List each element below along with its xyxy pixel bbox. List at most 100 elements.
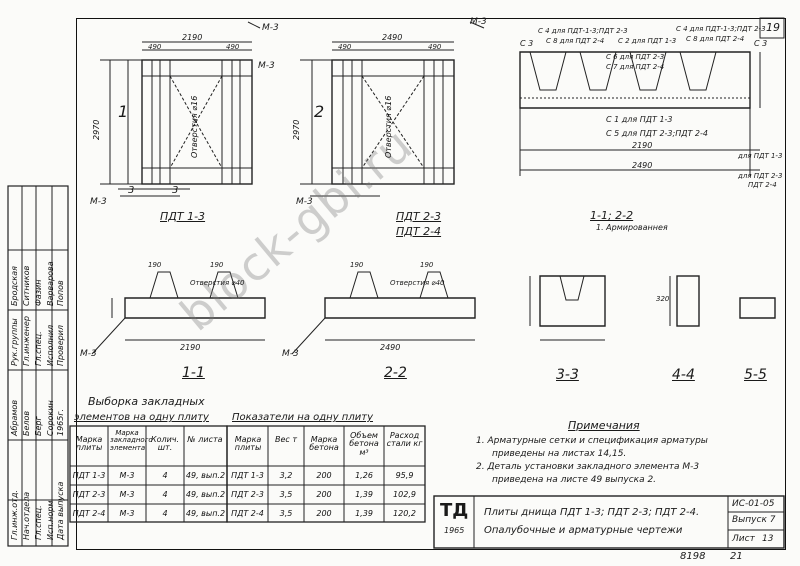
rebar-c2: С 2 для ПДТ 1-3 [618, 37, 677, 45]
tb-sheet-no: 13 [762, 534, 774, 544]
hole-label-40-a: Отверстия ⌀40 [190, 279, 245, 287]
t1-r2c1: М-3 [119, 509, 135, 518]
stamp-name-1: Ситников [22, 265, 31, 306]
dim-2490-b: 2490 [632, 161, 653, 170]
t2-r0c3: 1,26 [355, 471, 373, 480]
t1-r2c3: 49, вып.2 [185, 509, 226, 518]
stamp-name-4: Попов [56, 280, 65, 306]
dim-490-a: 490 [148, 43, 162, 51]
t1-h3: № листа [187, 435, 223, 444]
t2-h2: Марка бетона [309, 435, 339, 453]
rebar-c8b: С 8 для ПДТ 2-4 [686, 35, 745, 43]
tb-series: ИС-01-05 [732, 499, 775, 509]
stamp-name2-0: Абрамов [10, 399, 19, 436]
stamp-row2-0: Гл.инж.отд. [10, 490, 19, 540]
rebar-c4b: С 4 для ПДТ-1-3;ПДТ 2-3 [676, 25, 766, 33]
dim-190-d: 190 [420, 261, 434, 269]
t2-r1c2: 200 [316, 490, 332, 499]
t2-r0c2: 200 [316, 471, 332, 480]
t2-r0c1: 3,2 [279, 471, 293, 480]
dim-2490-c: 2490 [380, 343, 401, 352]
dim-2970-b: 2970 [292, 119, 301, 140]
t2-r2c3: 1,39 [355, 509, 373, 518]
m3-label-b: М-3 [90, 197, 107, 207]
table2-title: Показатели на одну плиту [232, 412, 373, 423]
rebar-c1: С 1 для ПДТ 1-3 [606, 115, 673, 124]
plan-title-pdt13: ПДТ 1-3 [160, 210, 206, 223]
section-33: 3-3 [556, 367, 579, 383]
section-title-top: 1-1; 2-2 [590, 209, 634, 222]
t2-h1: Вес т [274, 435, 297, 444]
t2-r1c0: ПДТ 2-3 [231, 490, 264, 499]
for-pdt24: ПДТ 2-4 [748, 181, 777, 189]
dim-490-c: 490 [338, 43, 352, 51]
section-11: 1-1 [182, 365, 205, 381]
dim-190-c: 190 [350, 261, 364, 269]
t1-r1c3: 49, вып.2 [185, 490, 226, 499]
note-1a: 1. Арматурные сетки и спецификация армат… [476, 436, 708, 446]
stamp-row-0: Рук.группы [10, 318, 19, 366]
tb-logo: ТД [440, 500, 469, 521]
m3-label-a: М-3 [262, 23, 279, 33]
dim-2970-a: 2970 [92, 119, 101, 140]
hole-label-40-b: Отверстия ⌀40 [390, 279, 445, 287]
t1-r0c1: М-3 [119, 471, 135, 480]
dim-2490-a: 2490 [382, 33, 403, 42]
t2-h3: Объем бетона м³ [349, 431, 379, 457]
note-2a: 2. Деталь установки закладного элемента … [476, 462, 700, 472]
section-44: 4-4 [672, 367, 695, 383]
stamp-name-0: Бродская [10, 266, 19, 306]
t1-r0c3: 49, вып.2 [185, 471, 226, 480]
t1-r0c2: 4 [162, 471, 168, 480]
footer-num1: 8198 [680, 551, 706, 562]
for-pdt13: для ПДТ 1-3 [738, 152, 783, 160]
t2-r0c0: ПДТ 1-3 [231, 471, 264, 480]
table1-title2: элементов на одну плиту [74, 412, 209, 423]
tb-title2: Опалубочные и арматурные чертежи [484, 525, 683, 536]
note-1b: приведены на листах 14,15. [492, 449, 627, 459]
stamp-row2-3: Исп.норм [46, 500, 55, 540]
dim-190-b: 190 [210, 261, 224, 269]
stamp-name2-1: Белов [22, 410, 31, 436]
for-pdt23: для ПДТ 2-3 [738, 172, 783, 180]
rebar-c3-a: С 3 [520, 39, 534, 48]
dim-2190-b: 2190 [632, 141, 653, 150]
section-note: 1. Армированнея [596, 223, 668, 232]
stamp-name2-2: Берг [34, 416, 43, 436]
plan-marker-2: 2 [314, 102, 325, 121]
holes-label-a: Отверстия ⌀16 [190, 95, 199, 158]
m3-label-d: М-3 [296, 197, 313, 207]
t2-r2c2: 200 [316, 509, 332, 518]
note-2b: приведена на листе 49 выпуска 2. [492, 475, 657, 485]
dim-2190-a: 2190 [182, 33, 203, 42]
stamp-row2-1: Нач.отдела [22, 491, 31, 540]
stamp-row-2: Гл.спец. [34, 331, 43, 366]
stamp-row2-4: Дата выпуска [56, 481, 65, 540]
t2-r1c3: 1,39 [355, 490, 373, 499]
dim-490-d: 490 [428, 43, 442, 51]
t2-r1c4: 102,9 [393, 490, 416, 499]
m3-label-f: М-3 [282, 349, 299, 359]
rebar-c5: С 5 для ПДТ 2-3;ПДТ 2-4 [606, 129, 708, 138]
cut-3-a: 3 [128, 185, 135, 196]
rebar-c6: С 6 для ПДТ 2-3 [606, 53, 665, 61]
section-55: 5-5 [744, 367, 767, 383]
t1-r0c0: ПДТ 1-3 [72, 471, 106, 480]
tb-title1: Плиты днища ПДТ 1-3; ПДТ 2-3; ПДТ 2-4. [484, 507, 700, 518]
dim-190-a: 190 [148, 261, 162, 269]
plan-title-pdt24: ПДТ 2-4 [396, 225, 442, 238]
stamp-name-3: Варварова [46, 261, 55, 306]
t1-r2c2: 4 [162, 509, 168, 518]
m3-label-c: М-3 [470, 17, 487, 27]
m3-label-a2: М-3 [258, 61, 275, 71]
tb-sheet-label: Лист [732, 534, 755, 544]
tb-year: 1965 [444, 526, 465, 535]
stamp-row-1: Гл.инженер [22, 316, 31, 366]
stamp-name2-3: Сорокин [46, 400, 55, 436]
t1-h0: Марка плиты [75, 435, 103, 453]
stamp-name-2: Фазин [34, 279, 43, 306]
sheet-frame [76, 18, 786, 550]
rebar-c3-b: С 3 [754, 39, 768, 48]
